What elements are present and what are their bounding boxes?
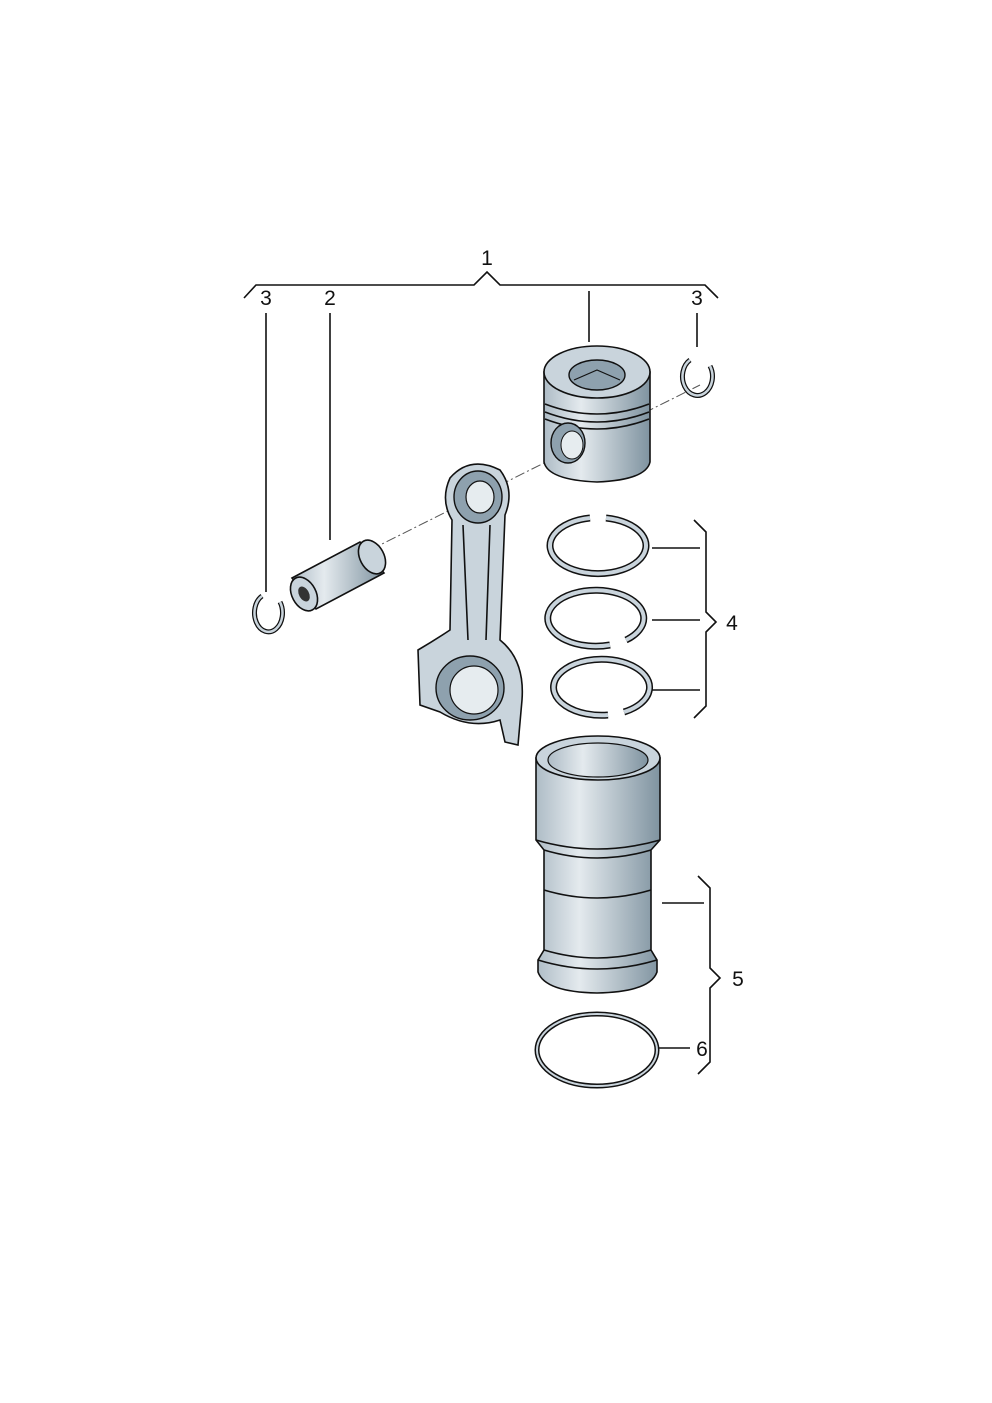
connecting-rod [417, 463, 524, 746]
cylinder-liner [535, 735, 661, 994]
circlip-left [252, 593, 285, 635]
callout-5: 5 [732, 968, 744, 991]
piston-ring-2 [544, 586, 648, 650]
piston-pin [289, 539, 387, 612]
callout-3-left: 3 [260, 287, 272, 310]
callout-3-right: 3 [691, 287, 703, 310]
piston [543, 345, 651, 483]
callout-1: 1 [481, 247, 493, 270]
assembly-brace: 1 [243, 247, 719, 342]
piston-ring-3 [550, 655, 654, 719]
liner-brace: 5 6 [658, 875, 744, 1075]
circlip-right [680, 357, 715, 398]
callout-4: 4 [726, 612, 738, 635]
piston-ring-1 [546, 514, 650, 578]
rings-brace: 4 [652, 519, 738, 719]
callout-6: 6 [696, 1038, 708, 1061]
seal-ring [534, 1011, 660, 1089]
callout-2: 2 [324, 287, 336, 310]
